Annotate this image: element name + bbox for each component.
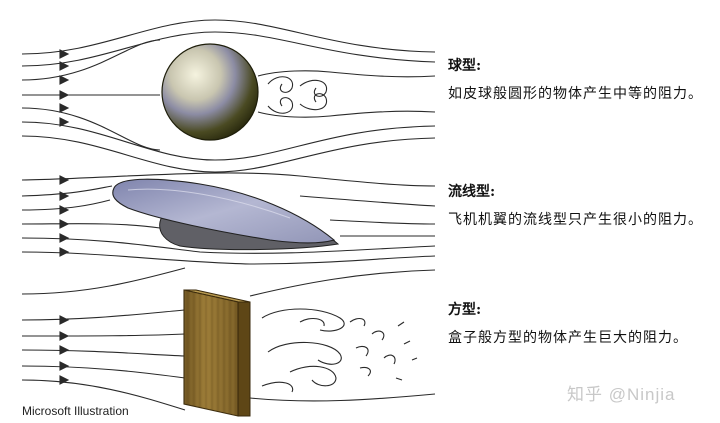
airfoil-shape bbox=[112, 178, 336, 244]
panel-description: 飞机机翼的流线型只产生很小的阻力。 bbox=[448, 212, 703, 228]
panel-description: 盒子般方型的物体产生巨大的阻力。 bbox=[448, 330, 688, 346]
plate-description-block: 方型: 盒子般方型的物体产生巨大的阻力。 bbox=[448, 300, 710, 352]
plate-shape bbox=[183, 289, 251, 417]
sphere-shape bbox=[161, 43, 259, 141]
image-caption: Microsoft Illustration bbox=[22, 404, 129, 418]
plate-panel bbox=[21, 267, 436, 411]
sphere-description-block: 球型: 如皮球般圆形的物体产生中等的阻力。 bbox=[448, 56, 710, 108]
sphere-panel bbox=[21, 19, 436, 173]
airflow-drag-diagram bbox=[21, 19, 436, 417]
panel-title: 球型: bbox=[448, 58, 482, 74]
panel-description: 如皮球般圆形的物体产生中等的阻力。 bbox=[448, 86, 703, 102]
watermark: 知乎 @Ninjia bbox=[567, 385, 676, 404]
panel-title: 方型: bbox=[448, 302, 482, 318]
airfoil-description-block: 流线型: 飞机机翼的流线型只产生很小的阻力。 bbox=[448, 182, 710, 234]
panel-title: 流线型: bbox=[448, 184, 496, 200]
airfoil-panel bbox=[21, 172, 436, 265]
